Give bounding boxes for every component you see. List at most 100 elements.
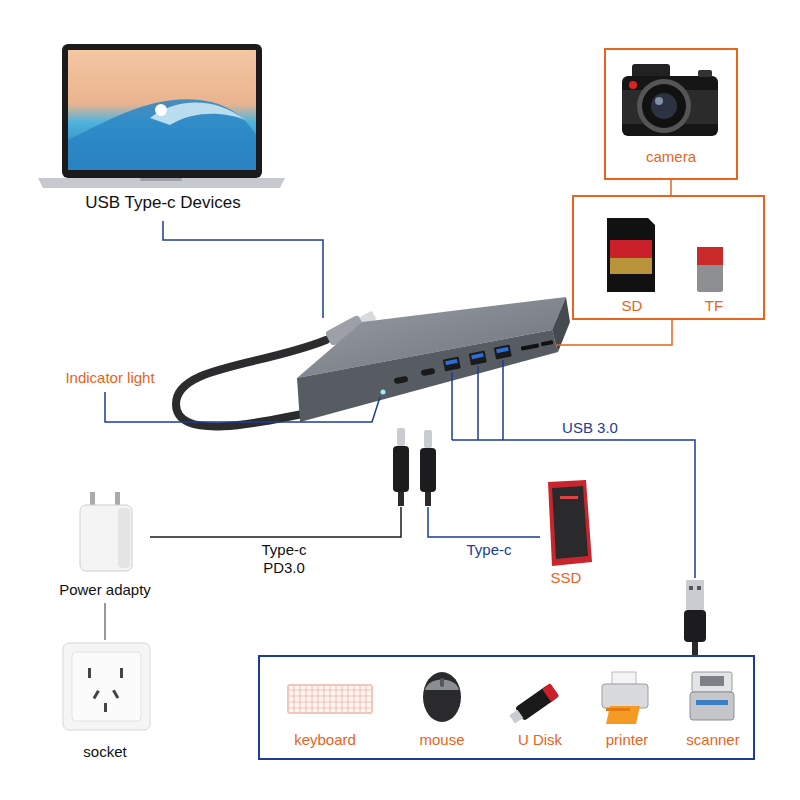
hub-body-part [494,345,512,360]
laptop-line [163,221,323,318]
indicator-line [105,392,380,422]
hub-body-part-part [521,343,539,350]
socket-figure-part [104,703,107,712]
laptop-figure-part [68,50,256,170]
hub-body-part-part [445,359,458,365]
pd-line [150,507,401,537]
camera-figure-part [622,76,718,136]
hub-body-part [469,351,487,366]
camera-box: camera [604,48,738,180]
hub-body-part [552,297,570,352]
power-adapter-node: Power adapty [45,486,165,603]
socket-node: socket [45,640,165,765]
connector-line [670,180,672,195]
laptop-figure-part [38,178,285,188]
mouse-figure-part [423,672,461,722]
keyboard-figure [287,684,373,714]
u-disk-figure [508,683,560,726]
node-text: mouse [402,731,482,749]
hub-body-part-part [496,347,509,353]
laptop-figure-part [68,99,256,170]
hub-body [297,297,570,422]
ssd-figure-part [552,486,588,559]
card-box: SDTF [572,195,765,320]
usb-a-plug-part [689,586,693,590]
hub-body-part [297,330,558,422]
laptop-figure [38,44,285,188]
hub-body-part [521,343,539,350]
node-text: printer [587,731,667,749]
hub-body-part [541,340,554,346]
connector-line [104,603,106,640]
laptop-node: USB Type-c Devices [38,40,288,218]
laptop-figure-part [62,44,262,178]
type-c-label: Type-c [455,541,523,559]
usb-a-plug-part [686,580,704,610]
camera-figure-part [637,79,691,133]
hub-body-part-part [443,357,461,372]
hub-body-part [421,368,436,377]
printer-figure-part [602,684,648,708]
memory-cards [607,218,723,292]
power-adapter-figure-part [80,505,132,571]
laptop-figure-part [155,104,167,116]
usb-label: USB 3.0 [552,419,628,437]
ssd-figure-part [560,496,578,499]
u-disk-figure-part [509,710,523,724]
type-c-plugs [393,428,436,506]
hub-body-part-part [421,368,436,377]
hub-body-part-part [541,340,554,346]
mouse-figure [423,672,461,722]
keyboard-figure-part [287,684,373,714]
laptop-figure-part [150,103,245,126]
socket-figure-part [63,643,150,730]
scanner-figure [690,672,734,720]
socket-figure-part [112,690,119,699]
camera-figure-part [655,97,663,105]
camera-figure-part [651,93,677,119]
socket-figure-part [72,652,141,721]
node-text: SSD [535,569,597,587]
node-text: camera [616,148,726,166]
scanner-figure-part [692,672,732,692]
mouse-figure-part [440,678,444,687]
card-slot-line [556,320,672,345]
scanner-figure-part [700,676,724,686]
indicator-label: Indicator light [50,369,170,387]
pd-label: Type-c PD3.0 [243,541,325,577]
hub-body-part-part [494,345,512,360]
printer-figure-part [606,708,630,711]
power-adapter-figure-part [118,508,130,568]
peripherals-box: keyboardmouseU Diskprinterscanner [258,655,755,760]
camera-figure [622,64,718,136]
type-c-plugs-part [398,492,404,506]
camera-figure-part [698,70,712,77]
printer-figure-part [606,706,640,724]
memory-cards-part [697,247,723,265]
camera-figure-part [642,84,686,128]
hub-body-part [381,390,386,395]
type-c-plugs-part [397,428,405,446]
ssd-line [428,507,540,537]
ssd-node: SSD [535,476,597,591]
usb-a-plug-part [692,642,698,655]
hub-body-part-part [394,376,409,385]
socket-figure-part [88,668,91,678]
socket-figure-part [120,668,123,678]
hub-body-part [394,376,409,385]
socket-figure [63,643,150,730]
node-text: U Disk [500,731,580,749]
usb-line [452,360,695,578]
camera-figure-part [629,81,637,89]
type-c-plugs-part [425,492,431,506]
socket-figure-part [93,690,100,699]
type-c-plugs-part [420,448,436,492]
usb-a-plug-part [684,610,706,642]
node-text: SD [602,297,662,315]
type-c-plugs-part [393,446,409,492]
printer-figure [602,672,648,724]
keyboard-figure-part [289,686,371,712]
